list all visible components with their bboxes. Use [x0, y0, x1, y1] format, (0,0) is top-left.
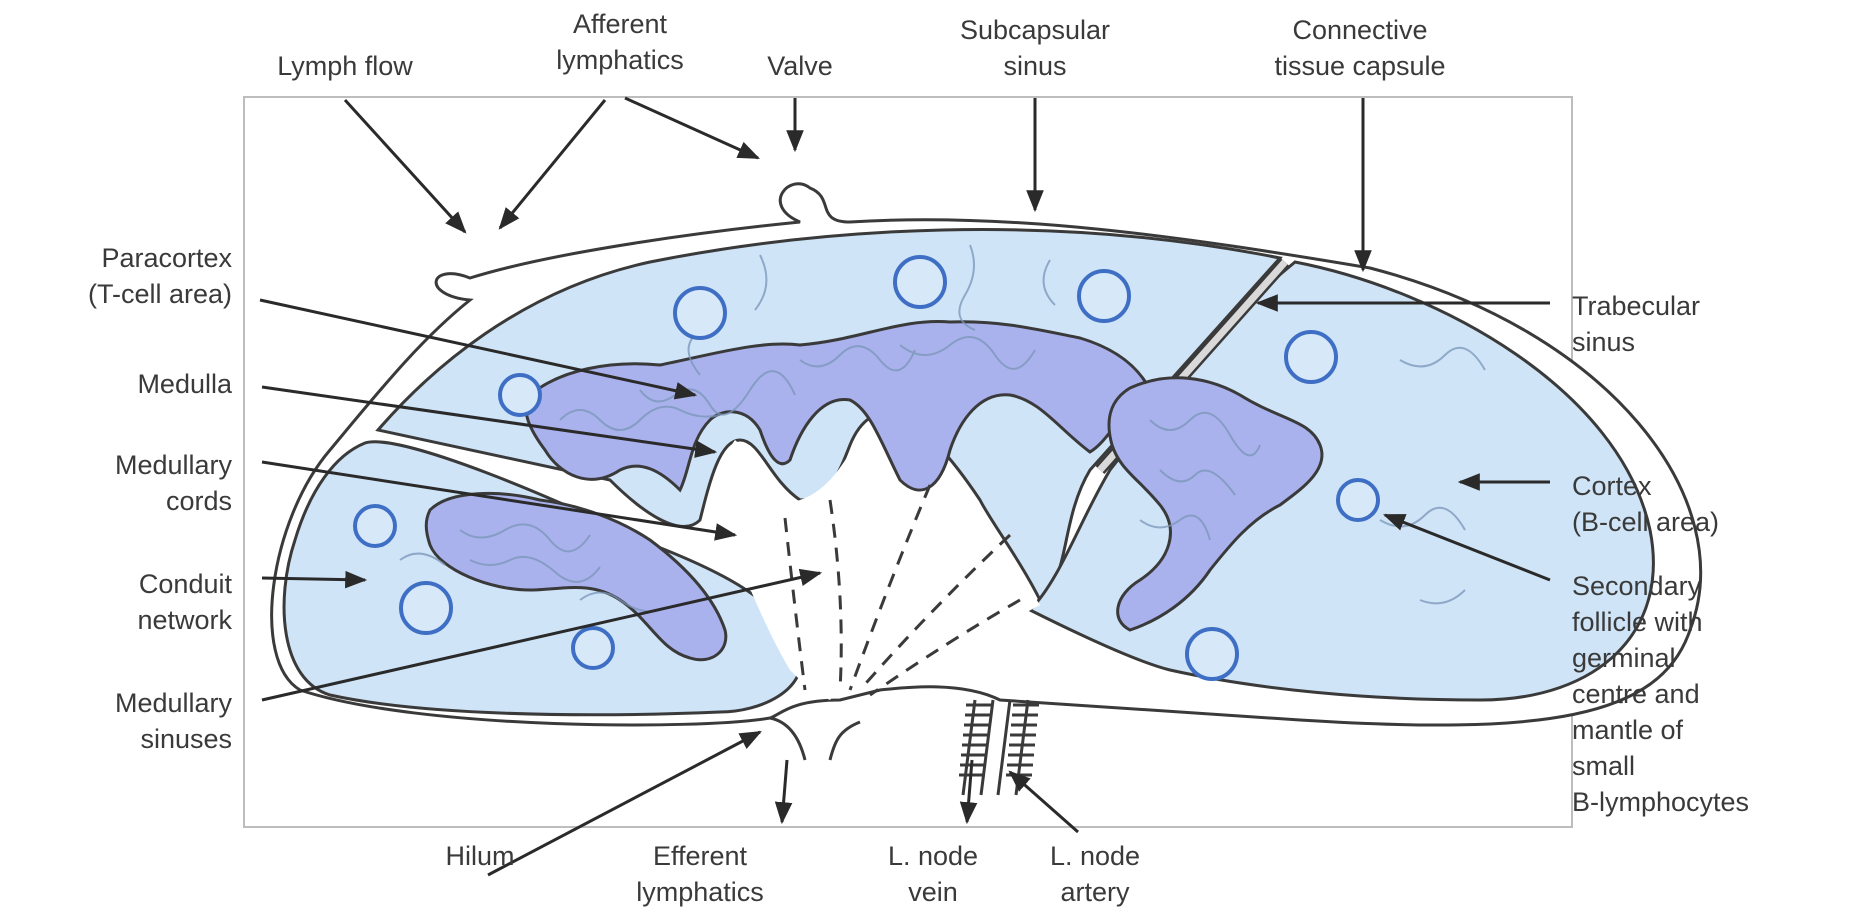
follicle: [401, 583, 451, 633]
label-valve: Valve: [745, 48, 855, 84]
follicle: [895, 257, 945, 307]
label-node-vein: L. node vein: [858, 838, 1008, 910]
label-paracortex: Paracortex (T-cell area): [0, 240, 232, 312]
follicle: [675, 288, 725, 338]
label-afferent-lymphatics: Afferent lymphatics: [520, 6, 720, 78]
label-hilum: Hilum: [410, 838, 550, 874]
label-efferent-lymphatics: Efferent lymphatics: [600, 838, 800, 910]
label-node-artery: L. node artery: [1015, 838, 1175, 910]
label-secondary-follicle: Secondary follicle with germinal centre …: [1572, 568, 1847, 820]
label-lymph-flow: Lymph flow: [235, 48, 455, 84]
label-connective-tissue-capsule: Connective tissue capsule: [1210, 12, 1510, 84]
follicle: [500, 375, 540, 415]
label-cortex: Cortex (B-cell area): [1572, 468, 1832, 540]
label-trabecular-sinus: Trabecular sinus: [1572, 288, 1832, 360]
follicle: [1187, 629, 1237, 679]
follicle: [573, 628, 613, 668]
follicle: [1079, 271, 1129, 321]
follicle: [1338, 480, 1378, 520]
label-medullary-sinuses: Medullary sinuses: [0, 685, 232, 757]
label-medullary-cords: Medullary cords: [0, 447, 232, 519]
label-medulla: Medulla: [0, 366, 232, 402]
label-conduit-network: Conduit network: [0, 566, 232, 638]
follicle: [1286, 332, 1336, 382]
arrow-conduit: [262, 578, 365, 580]
follicle: [355, 506, 395, 546]
label-subcapsular-sinus: Subcapsular sinus: [920, 12, 1150, 84]
